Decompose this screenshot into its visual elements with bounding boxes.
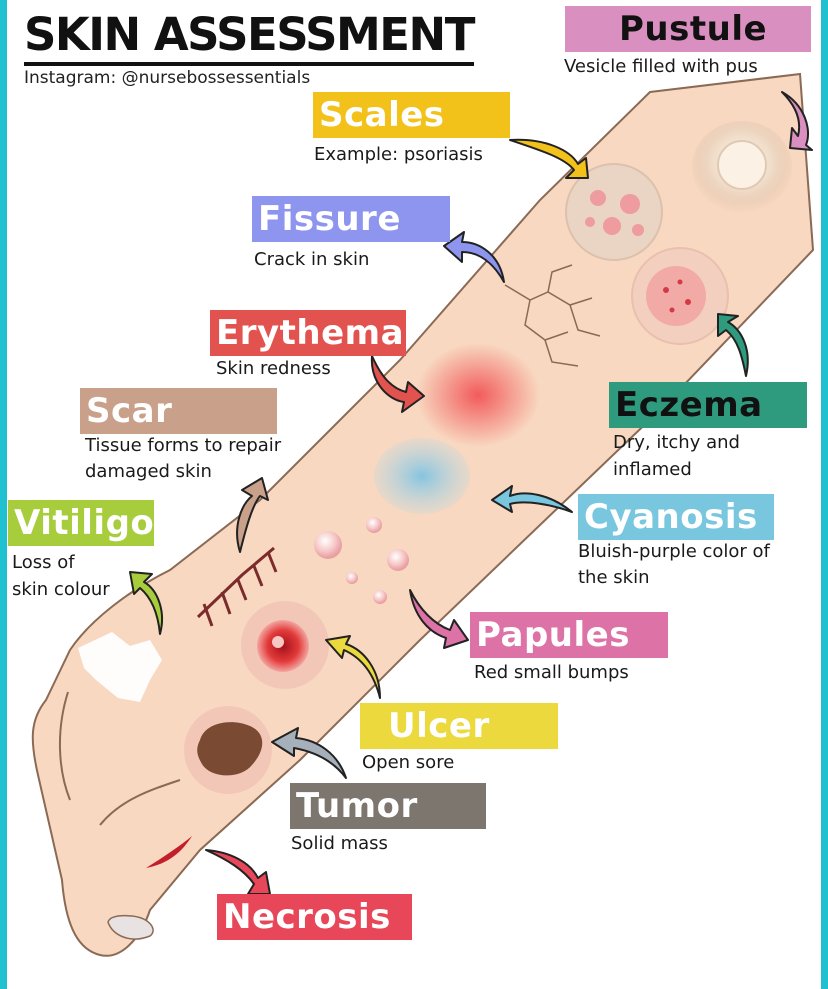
pustule-arrow bbox=[781, 91, 813, 151]
cyanosis-arrow bbox=[491, 485, 573, 513]
vitiligo-description-line2: skin colour bbox=[12, 579, 110, 600]
instagram-handle: Instagram: @nursebossessentials bbox=[24, 68, 311, 88]
papules-description: Red small bumps bbox=[474, 662, 629, 683]
erythema-description: Skin redness bbox=[216, 358, 331, 379]
ulcer-label: Ulcer bbox=[360, 703, 558, 749]
scar-label: Scar bbox=[80, 388, 277, 434]
left-frame-border bbox=[0, 0, 7, 989]
scar-stitches bbox=[196, 546, 278, 627]
fissure-arrow bbox=[443, 231, 505, 283]
erythema-lesion bbox=[416, 343, 540, 447]
page-title: SKIN ASSESSMENT bbox=[24, 8, 475, 66]
scar-description-line1: Tissue forms to repair bbox=[85, 435, 282, 456]
ulcer-description: Open sore bbox=[362, 752, 455, 773]
cyanosis-lesion bbox=[374, 438, 470, 514]
finger-outline bbox=[99, 779, 181, 826]
papules-lesions bbox=[314, 517, 409, 604]
vitiligo-description-line1: Loss of bbox=[12, 552, 75, 573]
fissure-cracks bbox=[504, 264, 601, 367]
eczema-arrow bbox=[717, 313, 749, 377]
erythema-arrow bbox=[370, 355, 425, 413]
scar-arrow bbox=[236, 477, 269, 553]
papules-arrow bbox=[409, 589, 469, 649]
necrosis-arrow bbox=[205, 849, 271, 895]
thumbnail bbox=[107, 914, 154, 940]
necrosis-label: Necrosis bbox=[217, 894, 412, 940]
scar-description-line2: damaged skin bbox=[85, 461, 212, 482]
vitiligo-arrow bbox=[129, 571, 163, 635]
fissure-description: Crack in skin bbox=[254, 249, 370, 270]
right-frame-border bbox=[821, 0, 828, 989]
arrows bbox=[129, 91, 813, 895]
cyanosis-label: Cyanosis bbox=[578, 494, 774, 540]
scales-description: Example: psoriasis bbox=[314, 144, 483, 165]
pustule-description: Vesicle filled with pus bbox=[564, 56, 758, 77]
eczema-label: Eczema bbox=[609, 382, 807, 428]
cyanosis-description-line2: the skin bbox=[578, 567, 650, 588]
tumor-arrow bbox=[271, 727, 347, 779]
erythema-label: Erythema bbox=[210, 310, 406, 356]
vitiligo-patch bbox=[78, 632, 162, 702]
eczema-description-line2: inflamed bbox=[613, 459, 692, 480]
fissure-label: Fissure bbox=[252, 196, 450, 242]
eczema-description-line1: Dry, itchy and bbox=[613, 432, 740, 453]
papules-label: Papules bbox=[470, 612, 668, 658]
thumb-outline bbox=[58, 691, 71, 801]
ulcer-arrow bbox=[325, 635, 381, 699]
scales-arrow bbox=[509, 138, 589, 179]
tumor-description: Solid mass bbox=[291, 833, 388, 854]
tumor-label: Tumor bbox=[290, 783, 486, 829]
scales-label: Scales bbox=[313, 92, 510, 138]
pustule-label: Pustule bbox=[565, 6, 811, 52]
vitiligo-label: Vitiligo bbox=[8, 500, 154, 546]
cyanosis-description-line1: Bluish-purple color of bbox=[578, 541, 770, 562]
